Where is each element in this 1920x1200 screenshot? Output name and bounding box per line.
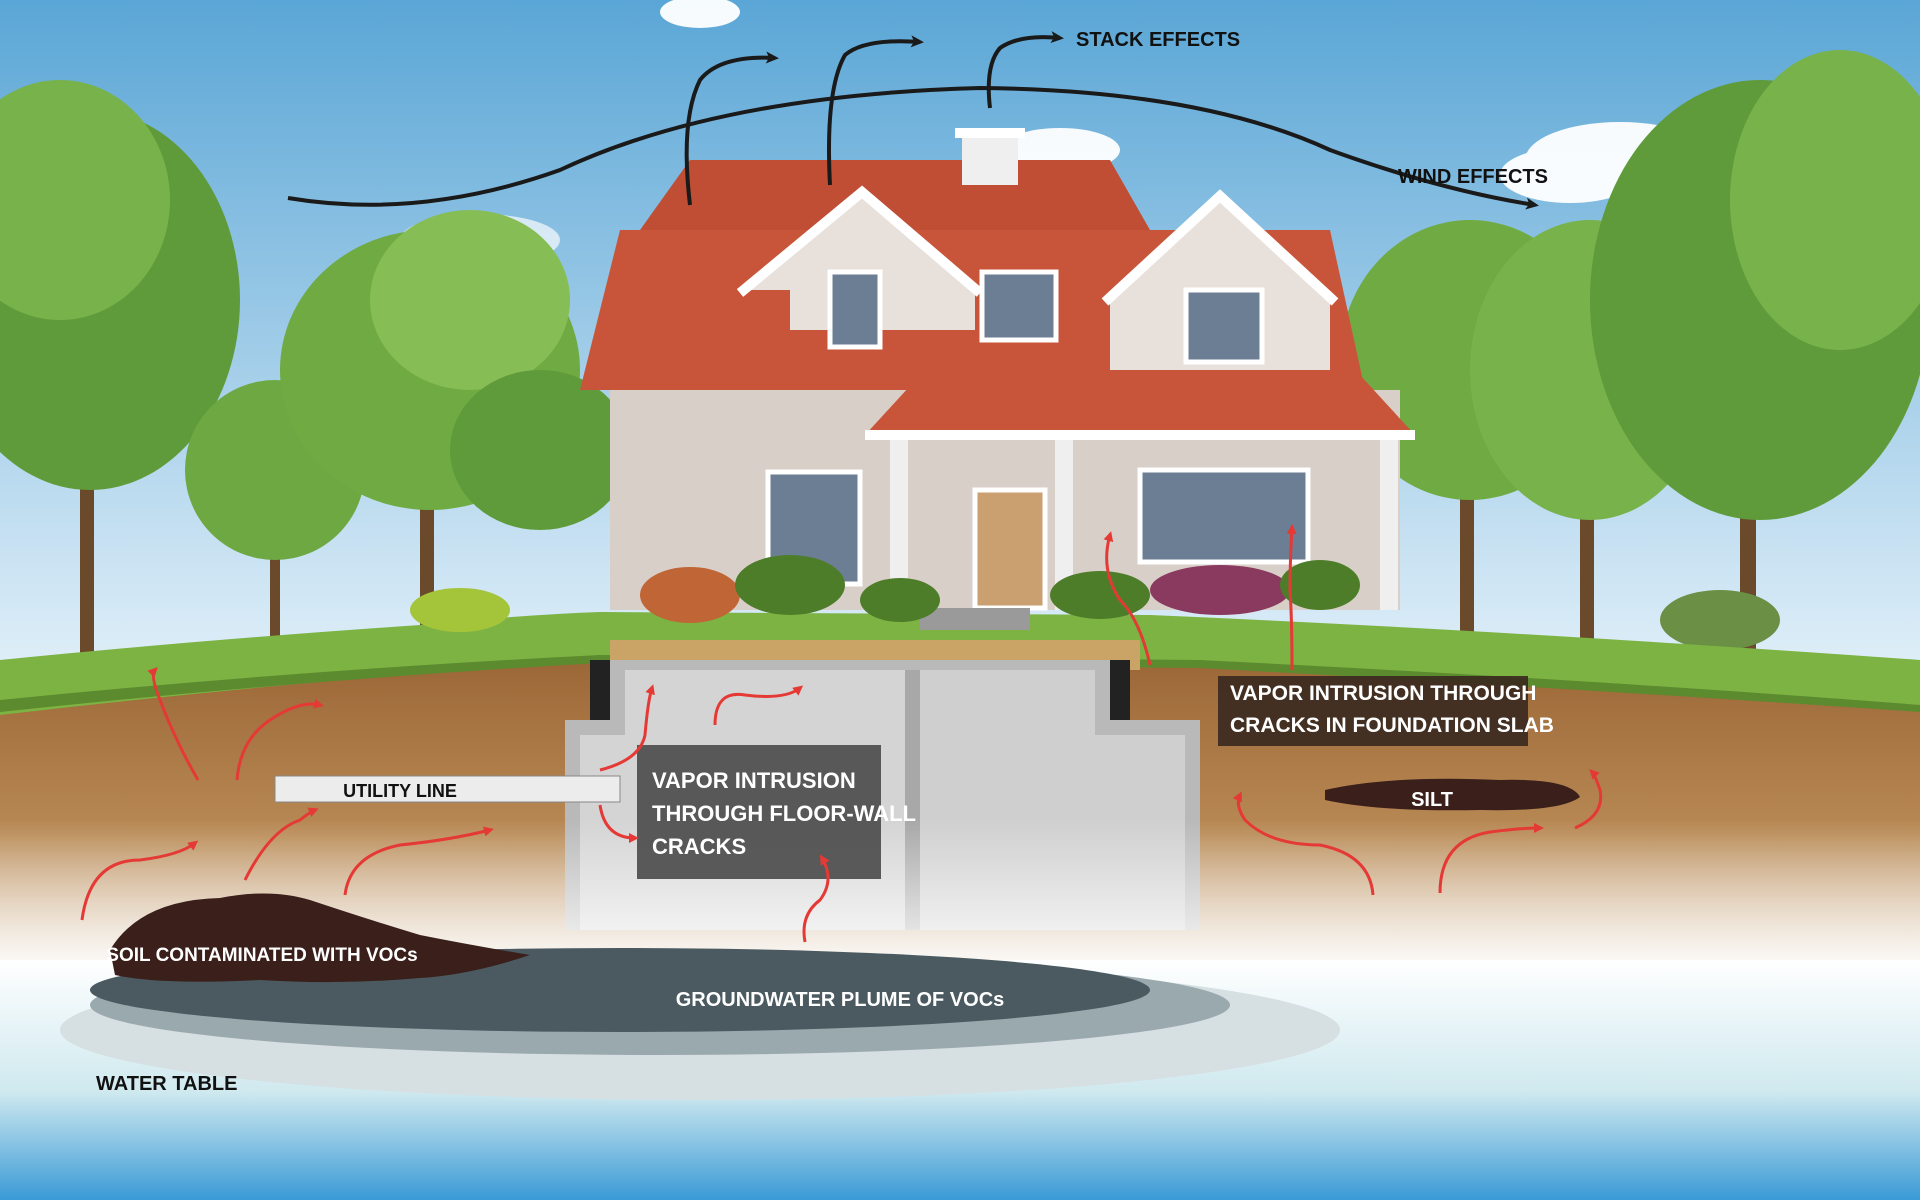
chimney [962, 135, 1018, 185]
silt-label: SILT [1411, 789, 1453, 811]
vapor-arrow [1574, 769, 1603, 830]
utility-line-pipe [274, 775, 621, 803]
vapor-arrow [599, 684, 655, 772]
grass [0, 612, 1920, 715]
soil-contaminated-label: SOIL CONTAMINATED WITH VOCs [106, 945, 417, 966]
silt-deposit [1325, 778, 1580, 811]
stack-arrow-2 [827, 35, 924, 186]
wind-stack-arrows [287, 31, 1539, 210]
svg-text:VAPOR INTRUSION: VAPOR INTRUSION [652, 768, 856, 793]
groundwater-plume-label: GROUNDWATER PLUME OF VOCs [676, 989, 1005, 1011]
svg-text:THROUGH FLOOR-WALL: THROUGH FLOOR-WALL [652, 801, 916, 826]
right-dormer [1110, 200, 1330, 370]
floor-wall-crack-callout: VAPOR INTRUSION THROUGH FLOOR-WALL CRACK… [637, 745, 916, 879]
stack-effects-label: STACK EFFECTS [1076, 29, 1240, 51]
svg-text:CRACKS: CRACKS [652, 834, 746, 859]
vapor-arrow [802, 854, 830, 943]
wind-effects-label: WIND EFFECTS [1398, 166, 1548, 188]
vapor-arrow [243, 807, 319, 881]
trees-left [0, 80, 630, 680]
porch-roof [865, 375, 1415, 435]
svg-text:CRACKS IN FOUNDATION SLAB: CRACKS IN FOUNDATION SLAB [1230, 714, 1554, 737]
utility-line-label: UTILITY LINE [343, 781, 457, 801]
vapor-arrow [235, 698, 324, 781]
vapor-arrow [147, 667, 200, 781]
vapor-arrow [1103, 531, 1152, 666]
stack-arrow-3 [986, 31, 1064, 109]
stack-arrow-1 [684, 51, 779, 206]
front-door [972, 487, 1048, 611]
left-dormer [745, 195, 975, 330]
vapor-arrow [1286, 524, 1297, 671]
vapor-arrow [80, 840, 199, 921]
wind-arrow [287, 85, 1539, 210]
vapor-arrow [713, 685, 804, 726]
water-table-label: WATER TABLE [96, 1073, 237, 1095]
vapor-arrow [1438, 823, 1544, 894]
svg-text:VAPOR INTRUSION THROUGH: VAPOR INTRUSION THROUGH [1230, 682, 1536, 705]
foundation-slab-callout: VAPOR INTRUSION THROUGH CRACKS IN FOUNDA… [1218, 676, 1554, 746]
contaminated-soil [110, 893, 530, 983]
vapor-arrow [598, 804, 639, 843]
vapor-arrows [80, 524, 1603, 943]
vapor-arrow [1232, 791, 1375, 896]
vapor-arrow [343, 826, 494, 896]
